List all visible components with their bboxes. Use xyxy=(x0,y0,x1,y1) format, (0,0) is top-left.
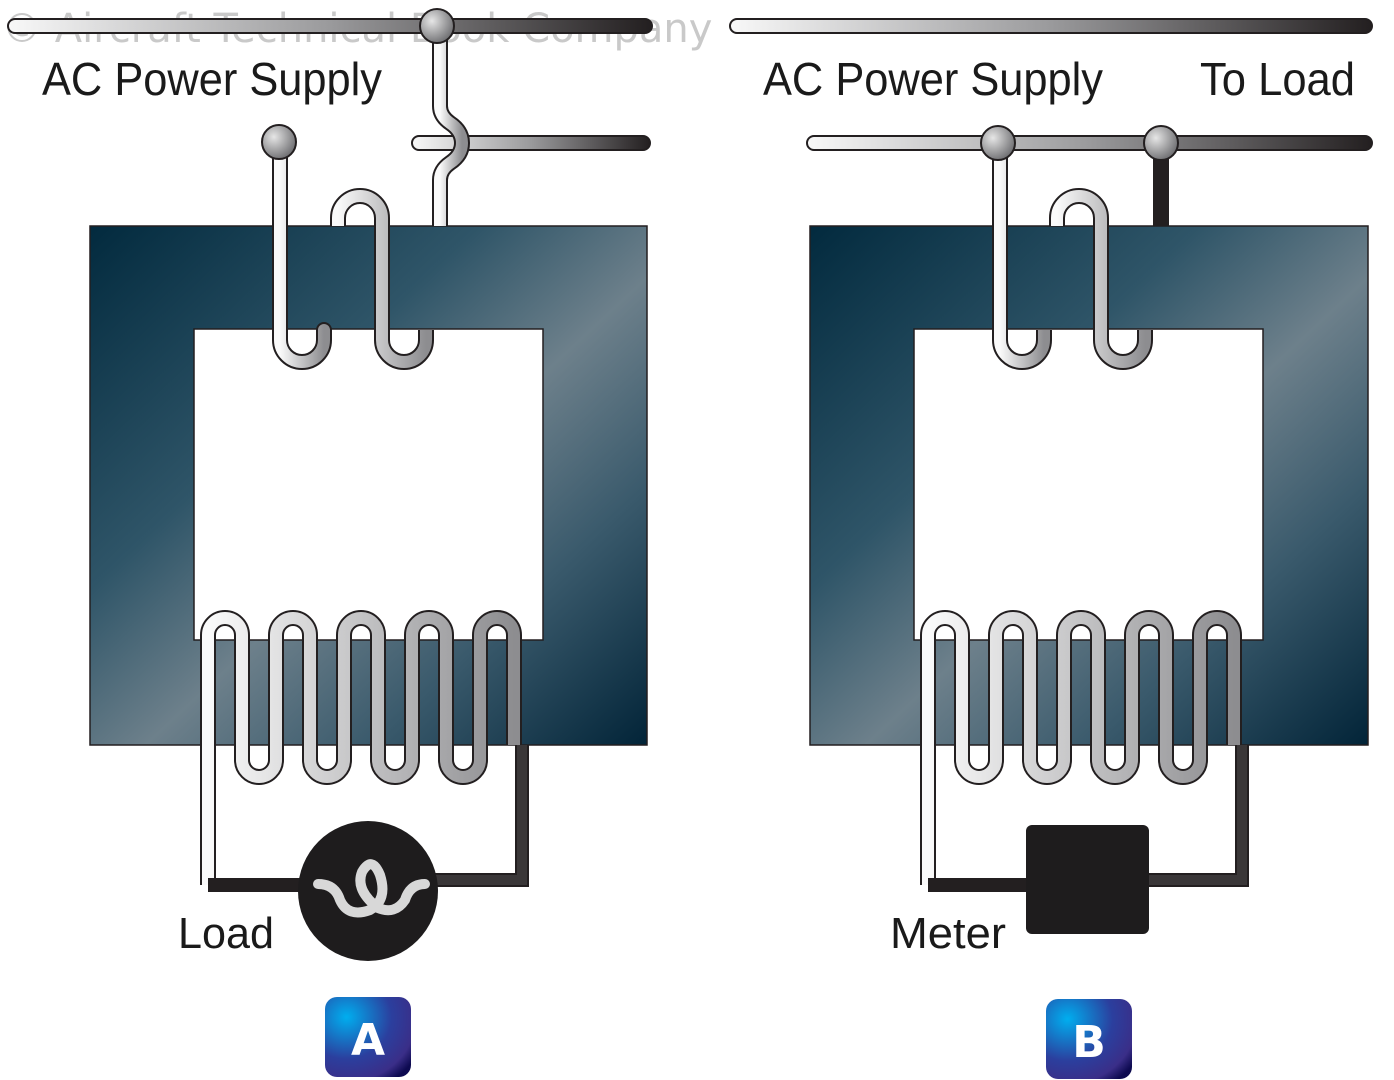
supply-wire-bottom xyxy=(806,135,1373,151)
supply-wire-top xyxy=(729,18,1373,34)
badge-letter: A xyxy=(351,1015,385,1066)
output-wire xyxy=(411,135,651,151)
badge-background xyxy=(325,997,411,1077)
primary-winding xyxy=(261,8,471,370)
secondary-winding xyxy=(920,610,1249,892)
transformer-core xyxy=(809,225,1369,746)
terminal-node xyxy=(1143,125,1179,161)
ac-power-supply-label: AC Power Supply xyxy=(763,53,1103,105)
primary-winding xyxy=(980,125,1179,370)
panel-a: AC Power Supply xyxy=(7,8,653,1077)
transformer-core xyxy=(89,225,648,746)
terminal-node xyxy=(419,8,455,44)
badge-background xyxy=(1046,999,1132,1079)
meter-label: Meter xyxy=(890,909,1006,958)
badge-a: A xyxy=(325,997,411,1077)
load-lamp xyxy=(298,821,438,961)
supply-wire-top xyxy=(7,18,653,34)
meter-icon xyxy=(1026,825,1149,934)
panel-b: AC Power Supply To Load Meter B xyxy=(729,18,1373,1079)
terminal-node xyxy=(261,124,297,160)
terminal-node xyxy=(980,125,1016,161)
to-load-label: To Load xyxy=(1200,53,1355,105)
secondary-winding xyxy=(200,610,529,892)
load-label: Load xyxy=(178,909,274,958)
badge-b: B xyxy=(1046,999,1132,1079)
badge-letter: B xyxy=(1072,1017,1106,1068)
ac-power-supply-label: AC Power Supply xyxy=(42,53,382,105)
